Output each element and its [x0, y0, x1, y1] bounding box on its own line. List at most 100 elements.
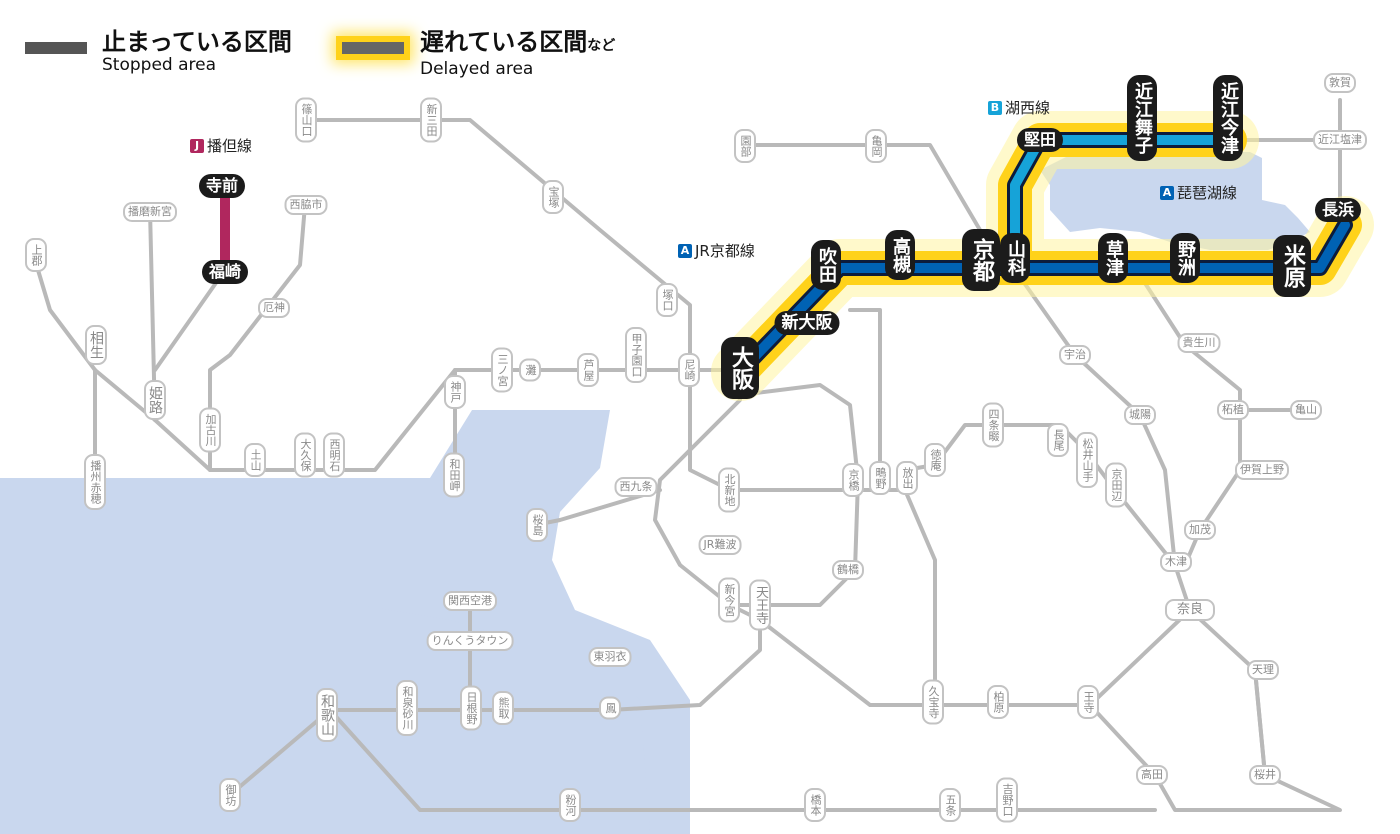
station-rinku-town[interactable]: りんくうタウン: [426, 631, 514, 651]
station-omi-imazu[interactable]: 近江今津: [1213, 75, 1243, 161]
station-takatsuki[interactable]: 高槻: [885, 230, 915, 280]
station-kitashinchi[interactable]: 北新地: [718, 467, 740, 513]
station-nishikujo[interactable]: 西九条: [614, 477, 658, 497]
station-teramae[interactable]: 寺前: [198, 174, 246, 198]
station-sakurajima[interactable]: 桜島: [526, 508, 548, 542]
station-katata[interactable]: 堅田: [1016, 128, 1064, 152]
station-okubo[interactable]: 大久保: [294, 432, 316, 478]
station-shin-osaka[interactable]: 新大阪: [774, 311, 840, 335]
station-hashimoto[interactable]: 橋本: [804, 788, 826, 822]
station-yasu[interactable]: 野洲: [1170, 233, 1200, 283]
station-kokawa[interactable]: 粉河: [559, 788, 581, 822]
station-tsuruga[interactable]: 敦賀: [1324, 73, 1356, 93]
station-tsukaguchi[interactable]: 塚口: [656, 283, 678, 317]
station-wakayama[interactable]: 和歌山: [316, 688, 338, 742]
station-suita[interactable]: 吹田: [811, 240, 841, 290]
station-takada[interactable]: 高田: [1136, 765, 1168, 785]
legend-delayed-title: 遅れている区間: [420, 28, 588, 56]
station-yakujin[interactable]: 厄神: [258, 298, 290, 318]
station-tokuan[interactable]: 徳庵: [924, 443, 946, 477]
station-jojo[interactable]: 城陽: [1124, 405, 1156, 425]
station-kobe[interactable]: 神戸: [444, 375, 466, 409]
station-uji[interactable]: 宇治: [1059, 345, 1091, 365]
station-gobo[interactable]: 御坊: [219, 778, 241, 812]
station-maibara[interactable]: 米原: [1273, 235, 1311, 297]
station-kyoto[interactable]: 京都: [962, 229, 1000, 291]
station-harimashinguu[interactable]: 播磨新宮: [123, 202, 177, 222]
station-jr-namba[interactable]: JR難波: [698, 535, 742, 555]
station-koshienguchi[interactable]: 甲子園口: [625, 327, 647, 383]
station-kameyama[interactable]: 亀山: [1290, 400, 1322, 420]
station-wadamisaki[interactable]: 和田岬: [443, 452, 465, 498]
station-kyotanabe[interactable]: 京田辺: [1105, 462, 1127, 508]
station-tenri[interactable]: 天理: [1247, 660, 1279, 680]
station-yamashina[interactable]: 山科: [1000, 233, 1030, 283]
station-omi-maiko[interactable]: 近江舞子: [1127, 75, 1157, 161]
station-kamo[interactable]: 加茂: [1184, 520, 1216, 540]
stopped-swatch: [25, 42, 87, 54]
station-osaka[interactable]: 大阪: [721, 337, 759, 399]
station-sannomiya[interactable]: 三ノ宮: [491, 347, 513, 393]
kosei-line-icon: B: [988, 100, 1002, 115]
station-iga-ueno[interactable]: 伊賀上野: [1235, 460, 1289, 480]
station-kusatsu[interactable]: 草津: [1098, 233, 1128, 283]
station-sakurai[interactable]: 桜井: [1249, 765, 1281, 785]
station-hineno[interactable]: 日根野: [460, 685, 482, 731]
station-nagahama[interactable]: 長浜: [1314, 198, 1362, 222]
lake-biwa: [1040, 152, 1310, 250]
legend-stopped: 止まっている区間 Stopped area: [25, 28, 292, 74]
legend-delayed: 遅れている区間など Delayed area: [342, 28, 615, 78]
station-kumatori[interactable]: 熊取: [492, 691, 514, 725]
station-tsuchiyama[interactable]: 土山: [244, 443, 266, 477]
station-banshuako[interactable]: 播州赤穂: [84, 454, 106, 510]
station-aioi[interactable]: 相生: [85, 325, 107, 365]
station-amagasaki[interactable]: 尼崎: [678, 353, 700, 387]
station-hanaten[interactable]: 放出: [896, 461, 918, 495]
station-kibukawa[interactable]: 貴生川: [1177, 333, 1221, 353]
station-sonobe[interactable]: 園部: [734, 129, 756, 163]
station-nishiakashi[interactable]: 西明石: [323, 432, 345, 478]
station-nada[interactable]: 灘: [519, 358, 541, 382]
station-fukusaki[interactable]: 福崎: [201, 260, 249, 284]
station-izumisunagawa[interactable]: 和泉砂川: [396, 680, 418, 736]
kosei-line-name: 湖西線: [1005, 99, 1051, 117]
station-otori[interactable]: 鳳: [599, 696, 621, 720]
station-sasayamaguchi[interactable]: 篠山口: [295, 97, 317, 143]
station-higashihagoromo[interactable]: 東羽衣: [588, 647, 632, 667]
station-shin-imamiya[interactable]: 新今宮: [718, 577, 740, 623]
bantan-line-icon: J: [190, 138, 204, 153]
station-nishiwakishi[interactable]: 西脇市: [284, 195, 328, 215]
delayed-swatch: [342, 42, 404, 54]
station-himeji[interactable]: 姫路: [144, 380, 166, 420]
station-takarazuka[interactable]: 宝塚: [542, 180, 564, 214]
station-tsuruhashi[interactable]: 鶴橋: [832, 560, 864, 580]
station-gojo[interactable]: 五条: [939, 788, 961, 822]
station-kameoka[interactable]: 亀岡: [865, 129, 887, 163]
station-shigino[interactable]: 鴫野: [869, 461, 891, 495]
station-kyuhoji[interactable]: 久宝寺: [922, 679, 944, 725]
station-kamigori[interactable]: 上郡: [25, 238, 47, 272]
station-kakogawa[interactable]: 加古川: [199, 407, 221, 453]
station-ashiya[interactable]: 芦屋: [577, 353, 599, 387]
station-shinsanda[interactable]: 新三田: [420, 97, 442, 143]
biwako-line-icon: A: [1160, 185, 1174, 200]
station-tennoji[interactable]: 天王寺: [749, 579, 771, 631]
legend-delayed-sub: Delayed area: [420, 59, 534, 79]
station-oji[interactable]: 王寺: [1077, 685, 1099, 719]
station-kansai-airport[interactable]: 関西空港: [443, 591, 497, 611]
station-kyobashi[interactable]: 京橋: [842, 463, 864, 497]
station-nagao[interactable]: 長尾: [1047, 423, 1069, 457]
station-omi-shiotsu[interactable]: 近江塩津: [1313, 130, 1367, 150]
station-kizu[interactable]: 木津: [1160, 552, 1192, 572]
station-nara[interactable]: 奈良: [1164, 599, 1216, 621]
station-shijonawate[interactable]: 四条畷: [982, 402, 1004, 448]
station-tsuge[interactable]: 柘植: [1217, 400, 1249, 420]
station-yoshinoguchi[interactable]: 吉野口: [996, 777, 1018, 823]
station-matsuiyamate[interactable]: 松井山手: [1076, 432, 1098, 488]
bantan-line-name: 播但線: [207, 137, 253, 155]
station-kashiwara[interactable]: 柏原: [987, 685, 1009, 719]
